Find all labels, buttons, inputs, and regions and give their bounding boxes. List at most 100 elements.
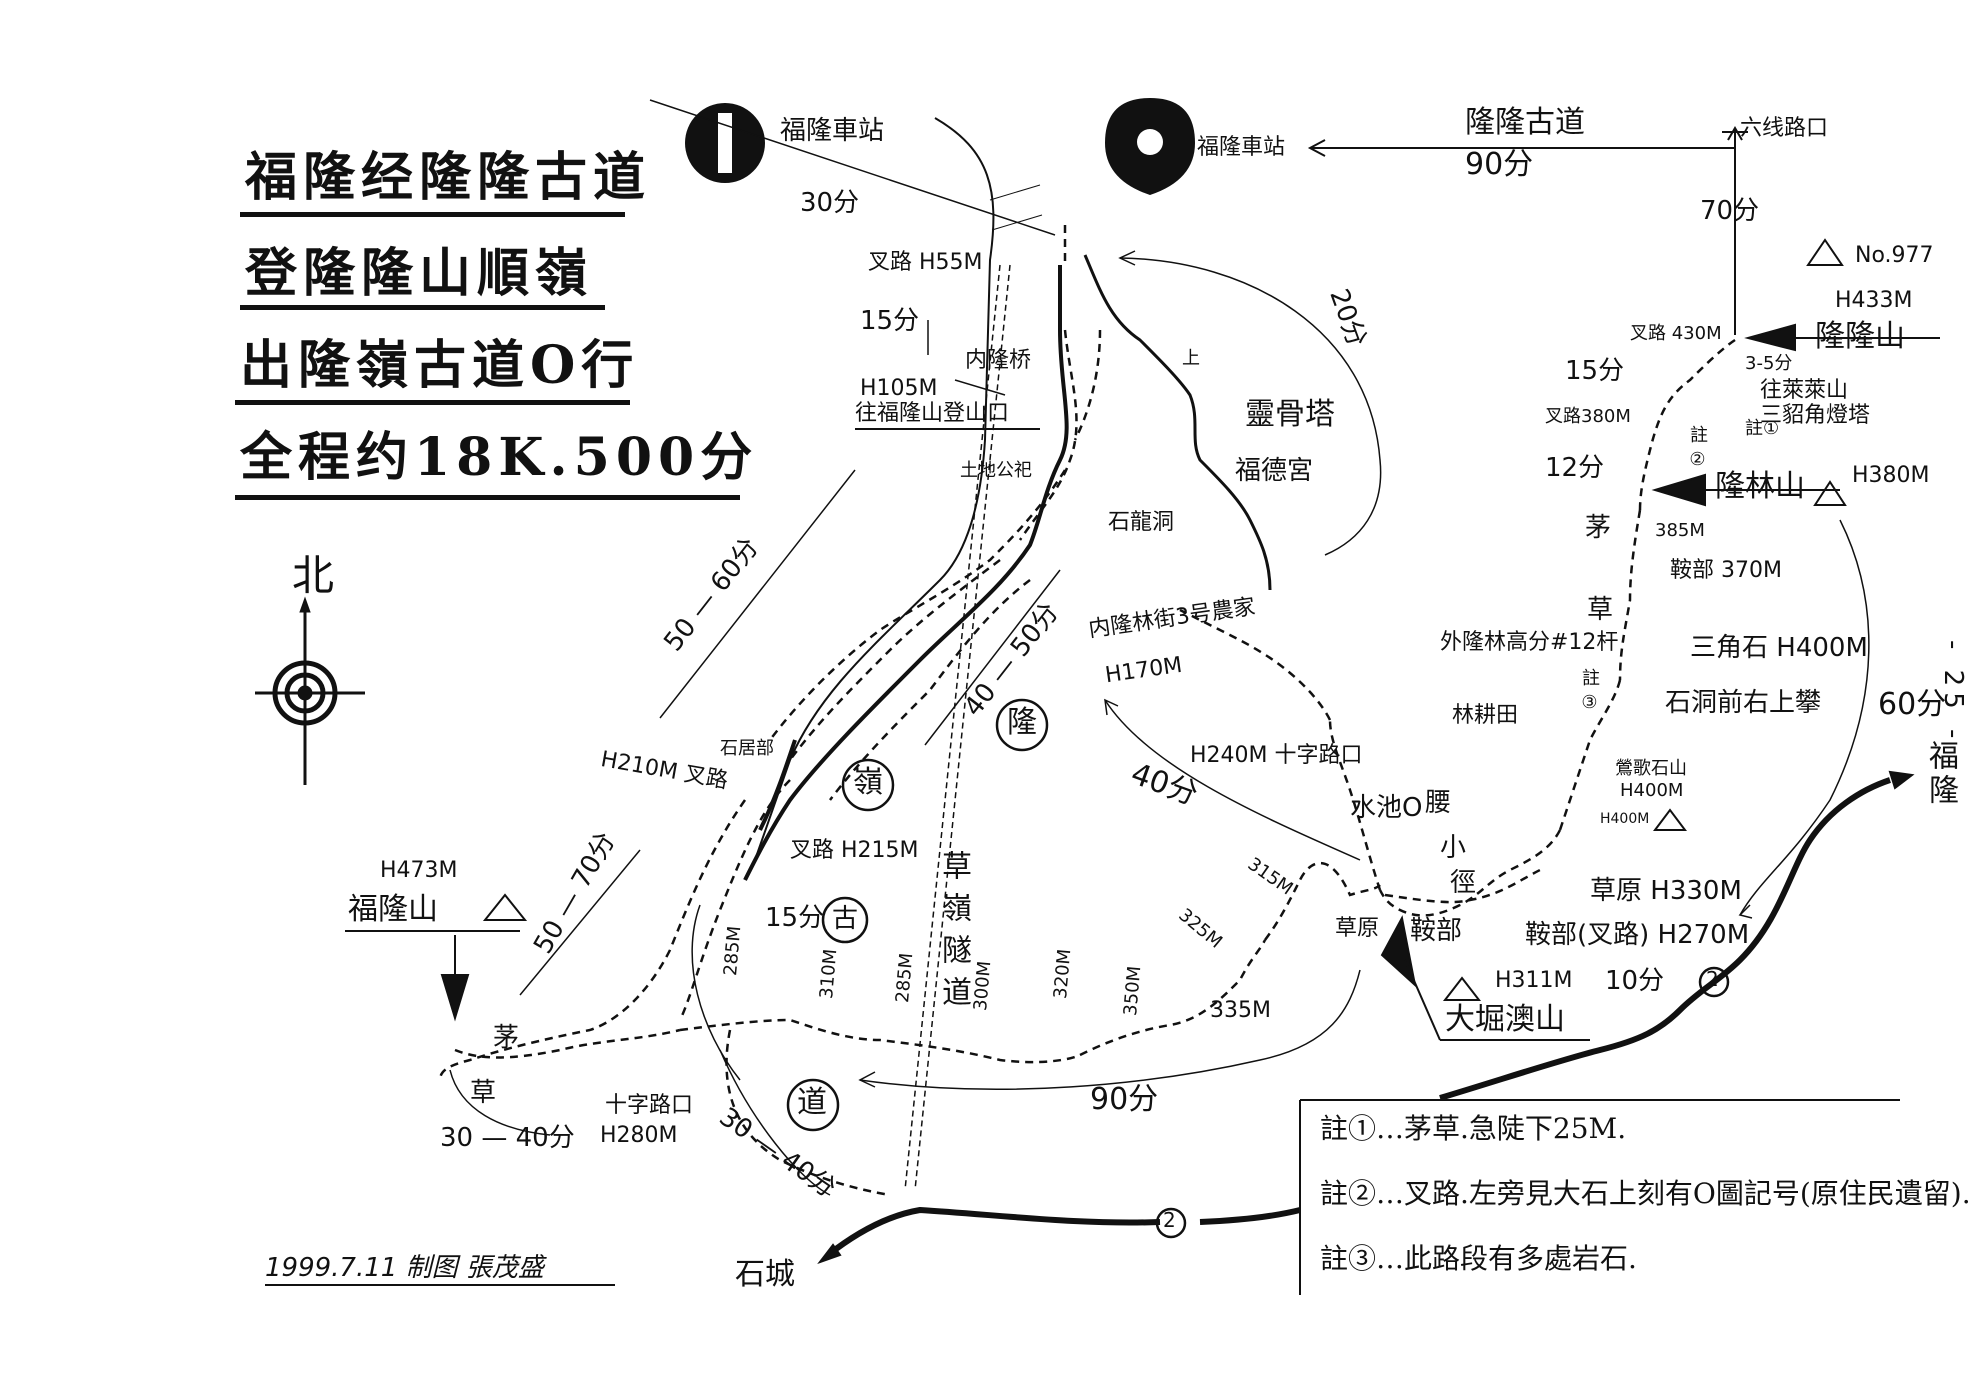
map1-time-15b: 15分 (765, 903, 825, 933)
map1-elev-1: 285M (720, 925, 746, 977)
map2-forest: 林耕田 (1452, 703, 1519, 728)
map2-to-lai: 往萊萊山 (1760, 378, 1849, 403)
map2-yingge: 鶯歌石山 (1615, 758, 1687, 779)
note-1: 註①…茅草.急陡下25M. (1320, 1112, 1627, 1145)
map1-cross-junction: 十字路口 (605, 1093, 694, 1118)
map1-time-90: 90分 (1090, 1082, 1159, 1117)
compass (255, 596, 365, 785)
map1-circle-gu: 古 (832, 904, 859, 934)
map1-time-30-40a: 30 — 40分 (440, 1123, 575, 1153)
dimension-arcs (449, 250, 1870, 1196)
map2-rock-climb: 石洞前右上攀 (1665, 688, 1822, 718)
map1-elev-7: 335M (1210, 998, 1271, 1023)
map2-xiao: 小 (1440, 833, 1467, 863)
map2-longlong-peak: 隆隆山 (1815, 319, 1905, 354)
char-circles (786, 698, 1730, 1239)
map2-h380: H380M (1852, 463, 1930, 488)
map2-pond: 水池O (1350, 793, 1423, 823)
map1-elev-3: 285M (892, 952, 918, 1004)
map2-fulong-dest: 福隆 (1923, 740, 1958, 808)
map2-h400-peak: H400M (1600, 811, 1650, 827)
title-underline-4 (235, 495, 740, 500)
map1-cao: 草 (470, 1078, 497, 1108)
page-number: - 25 - (1938, 640, 1968, 745)
map2-longlin-peak: 隆林山 (1715, 469, 1805, 504)
map2-shang: 上 (1182, 348, 1200, 369)
map1-junction-55: 叉路 H55M (868, 250, 983, 275)
time-guide-lines (519, 99, 1061, 996)
map2-grass-bottom: 草原 (1335, 916, 1380, 941)
map2-school: 外隆林高分#12杆 (1440, 630, 1619, 655)
map2-saddle-370: 鞍部 370M (1670, 558, 1782, 583)
map2-h311: H311M (1495, 968, 1573, 993)
highway-2-label-b: 2 (1706, 967, 1719, 991)
highway-2-arrows (817, 770, 1915, 1265)
road-map2 (1083, 254, 1272, 591)
highway-2 (826, 777, 1891, 1258)
title-line-1: 福隆经隆隆古道 (245, 147, 652, 208)
map1-marker (685, 103, 765, 183)
north-label: 北 (292, 551, 335, 600)
highway-2-label-a: 2 (1163, 1208, 1176, 1232)
map1-h105: H105M (860, 376, 938, 401)
note-2: 註②…叉路.左旁見大石上刻有O圖記号(原住民遺留). (1320, 1177, 1971, 1210)
map2-time-60: 60分 (1878, 687, 1947, 722)
map2-liuxian: 六线路口 (1740, 116, 1829, 141)
map2-fudegong: 福德宮 (1235, 456, 1314, 486)
credit: 1999.7.11 制图 張茂盛 (265, 1253, 544, 1283)
title-underline-1 (240, 212, 625, 217)
map1-shiju: 石居部 (720, 738, 774, 759)
map2-note3-mark: 註③ (1579, 668, 1600, 719)
map2-time-10: 10分 (1605, 966, 1665, 996)
map2-h400-small: H400M (1620, 780, 1684, 801)
map1-elev-5: 320M (1050, 948, 1076, 1000)
map2-grass-330: 草原 H330M (1590, 876, 1742, 906)
map2-dakuai: 大堀澳山 (1445, 1002, 1565, 1037)
map1-circle-ling: 嶺 (853, 765, 883, 800)
map2-lighthouse: 三貂角燈塔 (1760, 403, 1871, 428)
map2-time-3-5: 3-5分 (1745, 353, 1793, 374)
map2-marker (1105, 98, 1195, 195)
map2-cao: 草 (1587, 595, 1614, 625)
title-line-2: 登隆隆山順嶺 (245, 243, 594, 304)
map2-junction-380: 叉路380M (1545, 406, 1631, 427)
map2-lingtower: 靈骨塔 (1245, 397, 1335, 432)
map1-fulong-peak-h: H473M (380, 858, 458, 883)
map2-jing: 徑 (1450, 868, 1477, 898)
pointer-arrows (440, 323, 1940, 1041)
trail-left-dashed (438, 225, 1381, 1197)
map2-trail-name: 隆隆古道 (1465, 105, 1585, 140)
map1-tunnel: 草嶺隧道 (936, 850, 971, 1018)
map2-saddle-270: 鞍部(叉路) H270M (1525, 920, 1750, 950)
map2-time-15: 15分 (1565, 356, 1625, 386)
map2-no977: No.977 (1855, 243, 1934, 268)
map2-time-12: 12分 (1545, 453, 1605, 483)
map2-note1-mark: 註① (1745, 418, 1780, 439)
map2-junction-430: 叉路 430M (1630, 323, 1722, 344)
map1-circle-dao: 道 (797, 1085, 827, 1120)
trail-map2-dashed (1179, 338, 1736, 917)
map1-elev-4: 300M (970, 960, 996, 1012)
map1-junction-215: 叉路 H215M (790, 838, 919, 863)
map2-time-90: 90分 (1465, 147, 1534, 182)
note-3: 註③…此路段有多處岩石. (1320, 1242, 1637, 1275)
map2-junction-240: H240M 十字路口 (1190, 743, 1363, 768)
map2-saddle-bottom: 鞍部 (1410, 916, 1463, 946)
map1-h280: H280M (600, 1123, 678, 1148)
road-main-left (743, 265, 1069, 881)
map1-trail-underline (855, 428, 1040, 430)
railway (754, 117, 1043, 861)
map2-yao: 腰 (1425, 788, 1452, 818)
map1-shicheng: 石城 (735, 1257, 795, 1292)
map2-time-70: 70分 (1700, 196, 1760, 226)
map1-bridge: 内隆桥 (965, 348, 1032, 373)
map2-h385: 385M (1655, 520, 1705, 541)
map1-tudigong: 土地公祀 (960, 460, 1032, 481)
title-line-4: 全程约18K.500分 (240, 427, 759, 488)
map1-fulong-underline (345, 930, 520, 932)
map1-mao: 茅 (493, 1023, 520, 1053)
map1-station: 福隆車站 (780, 116, 885, 146)
map2-note2-mark: 註② (1687, 425, 1708, 476)
map2-top-route (1307, 126, 1748, 335)
